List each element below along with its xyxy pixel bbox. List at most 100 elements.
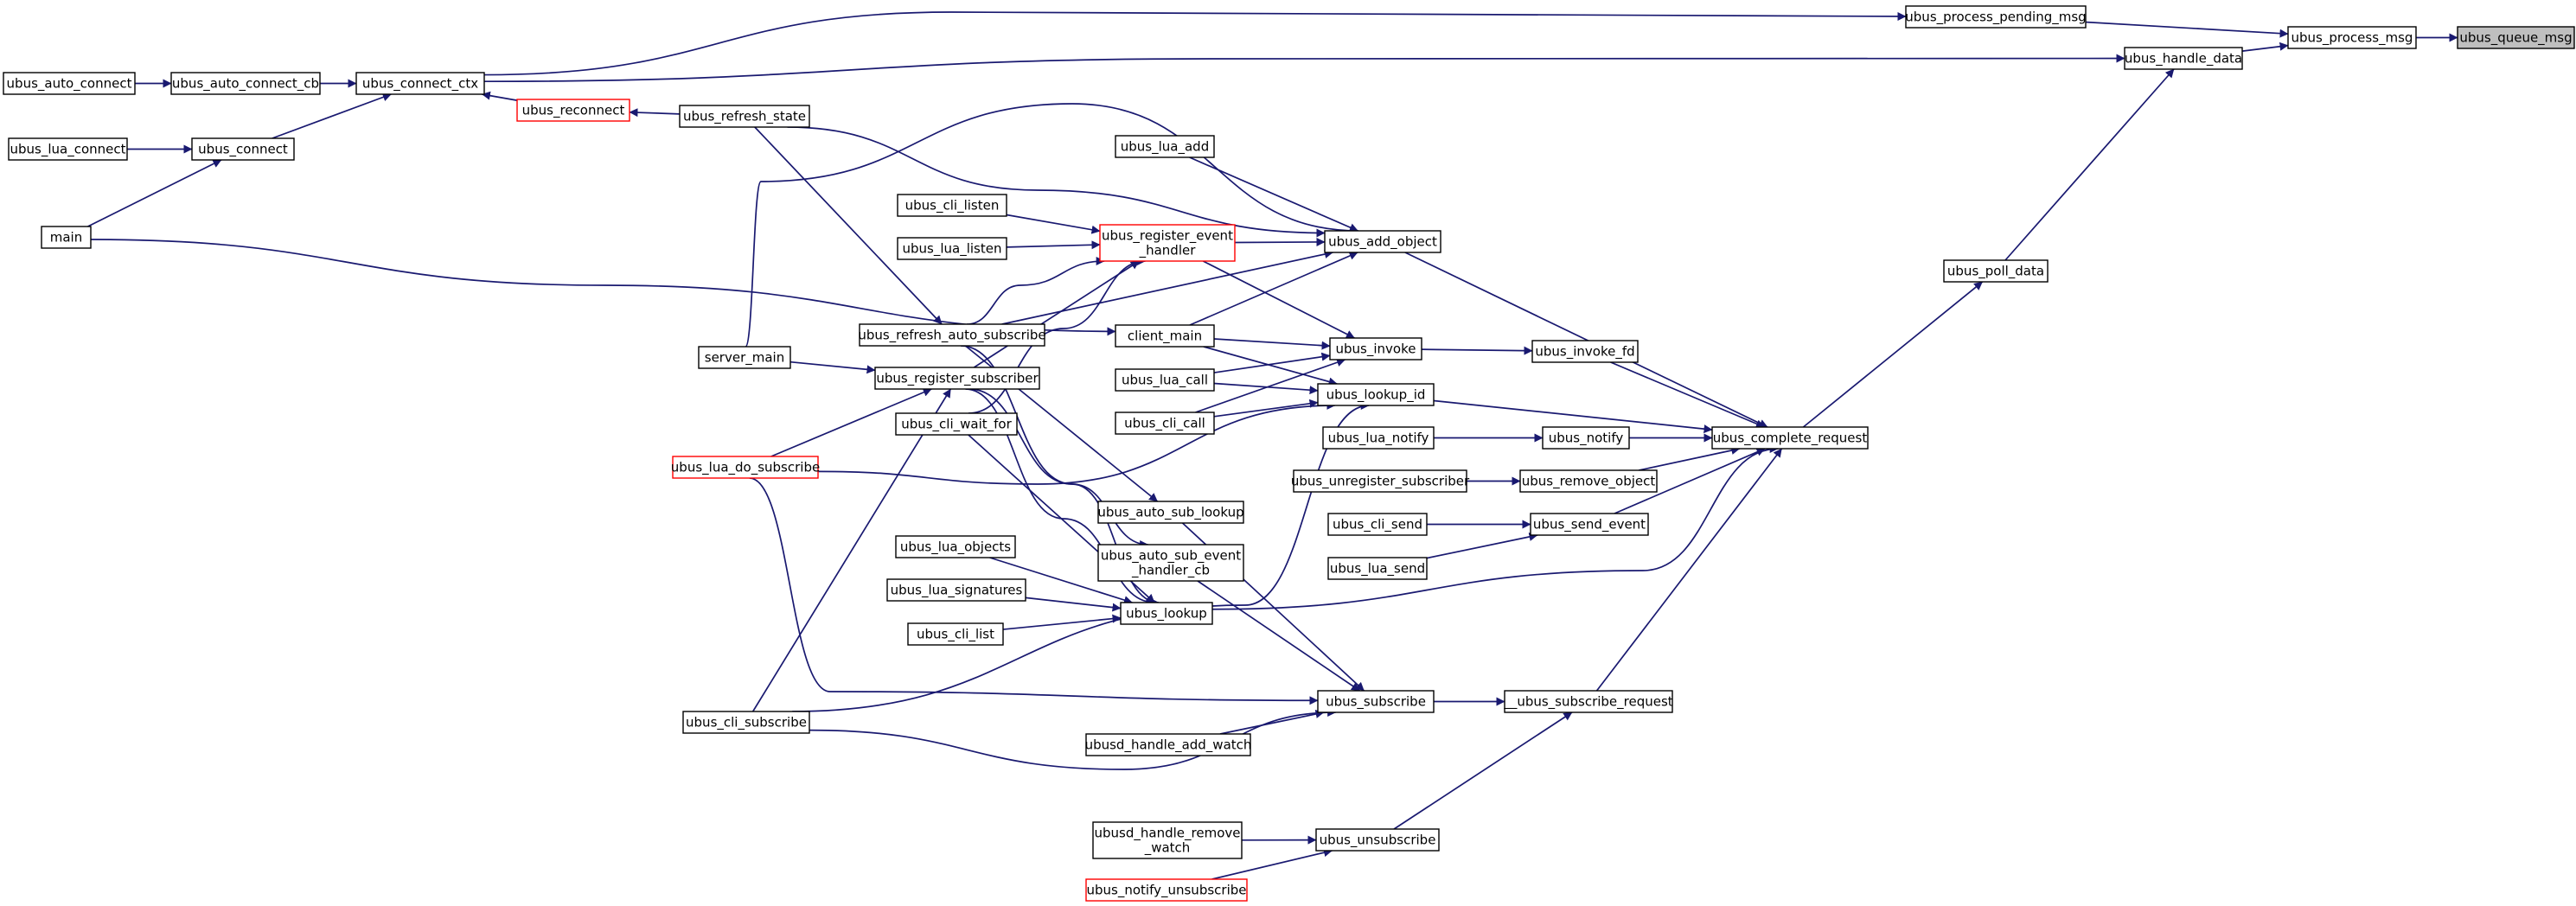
- edge-ubus_lua_objects-to-ubus_lookup: [989, 557, 1133, 604]
- node-ubus_subscribe[interactable]: ubus_subscribe: [1317, 690, 1435, 713]
- node-box: [1711, 426, 1869, 450]
- node-ubusd_handle_remove_watch[interactable]: ubusd_handle_remove_watch: [1092, 821, 1243, 859]
- node-ubus_refresh_auto_subscribe[interactable]: ubus_refresh_auto_subscribe: [858, 323, 1046, 347]
- node-ubus_notify_unsubscribe[interactable]: ubus_notify_unsubscribe: [1085, 878, 1248, 902]
- edge-ubus_poll_data-to-ubus_handle_data: [2004, 68, 2175, 261]
- node-ubus_invoke[interactable]: ubus_invoke: [1329, 337, 1422, 360]
- edge-ubus_cli_subscribe-to-ubus_register_subscriber: [751, 388, 952, 712]
- node-ubus_register_subscriber[interactable]: ubus_register_subscriber: [874, 367, 1040, 390]
- node-box: [2287, 26, 2417, 49]
- node-ubus_lua_notify[interactable]: ubus_lua_notify: [1322, 426, 1435, 450]
- node-ubus_lua_do_subscribe[interactable]: ubus_lua_do_subscribe: [671, 456, 820, 479]
- edge-client_main-to-ubus_lookup_id: [1203, 346, 1338, 386]
- node-box: [516, 99, 630, 122]
- node-label: ubus_auto_sub_lookup: [1097, 505, 1243, 521]
- node-ubus_handle_data[interactable]: ubus_handle_data: [2124, 47, 2243, 70]
- node-ubus_lua_objects[interactable]: ubus_lua_objects: [895, 535, 1016, 558]
- edge-ubusd_handle_add_watch-to-ubus_subscribe: [1219, 710, 1325, 735]
- node-ubus_cli_listen[interactable]: ubus_cli_listen: [897, 194, 1007, 217]
- node-ubus_lua_listen[interactable]: ubus_lua_listen: [897, 237, 1007, 260]
- node-ubusd_handle_add_watch[interactable]: ubusd_handle_add_watch: [1085, 733, 1252, 756]
- node-ubus_cli_subscribe[interactable]: ubus_cli_subscribe: [682, 711, 810, 734]
- node-label: ubus_auto_connect: [7, 76, 132, 93]
- node-main[interactable]: main: [41, 226, 92, 249]
- node-label: ubus_subscribe: [1326, 694, 1426, 711]
- edge-line: [1426, 533, 1538, 559]
- edge-line: [1006, 240, 1101, 250]
- edge-line: [1001, 250, 1333, 325]
- node-ubus_add_object[interactable]: ubus_add_object: [1324, 230, 1441, 253]
- node-ubus_reconnect[interactable]: ubus_reconnect: [516, 99, 630, 122]
- node-ubus_remove_object[interactable]: ubus_remove_object: [1519, 469, 1658, 493]
- edge-ubus_cli_subscribe-to-ubus_lookup_id: [792, 401, 1370, 712]
- node-ubus_lua_add[interactable]: ubus_lua_add: [1115, 135, 1215, 158]
- node-label: ubus_queue_msg: [2459, 30, 2572, 47]
- node-box: [1085, 733, 1251, 756]
- node-box: [874, 367, 1040, 390]
- node-ubus_notify[interactable]: ubus_notify: [1542, 426, 1630, 450]
- edge-ubus_connect_ctx-to-ubus_process_pending_msg: [483, 11, 1907, 76]
- node-label: _watch: [1144, 840, 1191, 857]
- node-label: ubus_lua_signatures: [891, 583, 1023, 599]
- node-label: ubus_invoke: [1336, 341, 1416, 358]
- node-__ubus_subscribe_request[interactable]: __ubus_subscribe_request: [1503, 690, 1673, 713]
- edge-ubus_lua_listen-to-ubus_register_event_handler: [1006, 240, 1101, 250]
- node-box: [191, 137, 295, 161]
- node-box: [672, 456, 819, 479]
- edge-server_main-to-ubus_add_object: [745, 103, 1359, 348]
- node-ubus_lua_send[interactable]: ubus_lua_send: [1327, 557, 1428, 580]
- node-server_main[interactable]: server_main: [698, 346, 791, 369]
- node-ubus_lookup[interactable]: ubus_lookup: [1120, 602, 1213, 625]
- edge-ubus_complete_request-to-ubus_poll_data: [1802, 281, 1984, 428]
- node-ubus_lua_call[interactable]: ubus_lua_call: [1115, 368, 1215, 392]
- node-ubus_process_msg[interactable]: ubus_process_msg: [2287, 26, 2417, 49]
- edge-line: [973, 260, 1140, 368]
- node-label: ubus_lua_listen: [903, 241, 1002, 258]
- node-label: ubus_lua_do_subscribe: [671, 460, 820, 476]
- edge-ubus_invoke_fd-to-ubus_complete_request: [1610, 361, 1765, 428]
- node-ubus_cli_wait_for[interactable]: ubus_cli_wait_for: [895, 412, 1018, 436]
- edge-line: [817, 401, 1336, 485]
- node-box: [1097, 544, 1244, 582]
- node-ubus_connect_ctx[interactable]: ubus_connect_ctx: [355, 72, 485, 95]
- edge-client_main-to-ubus_invoke: [1213, 338, 1331, 350]
- node-ubus_unsubscribe[interactable]: ubus_unsubscribe: [1315, 828, 1440, 852]
- node-ubus_lua_connect[interactable]: ubus_lua_connect: [8, 137, 128, 161]
- edge-line: [1025, 597, 1122, 612]
- node-ubus_connect[interactable]: ubus_connect: [191, 137, 295, 161]
- node-ubus_cli_send[interactable]: ubus_cli_send: [1327, 513, 1428, 536]
- edge-line: [787, 126, 1326, 238]
- node-label: ubus_poll_data: [1947, 264, 2044, 280]
- node-ubus_auto_sub_lookup[interactable]: ubus_auto_sub_lookup: [1097, 501, 1244, 524]
- node-ubus_auto_connect[interactable]: ubus_auto_connect: [3, 72, 136, 95]
- node-ubus_refresh_state[interactable]: ubus_refresh_state: [679, 105, 810, 128]
- edge-ubus_lua_signatures-to-ubus_lookup: [1025, 597, 1122, 612]
- node-client_main[interactable]: client_main: [1115, 324, 1215, 348]
- node-label: ubus_lua_send: [1330, 561, 1425, 577]
- node-label: ubus_cli_wait_for: [901, 417, 1012, 433]
- edge-ubus_refresh_state-to-ubus_reconnect: [629, 108, 681, 118]
- node-ubus_auto_connect_cb[interactable]: ubus_auto_connect_cb: [170, 72, 321, 95]
- node-label: ubus_add_object: [1328, 234, 1437, 251]
- node-label: ubus_refresh_auto_subscribe: [858, 328, 1045, 344]
- node-label: ubus_register_event: [1102, 228, 1233, 245]
- node-ubus_process_pending_msg[interactable]: ubus_process_pending_msg: [1905, 5, 2087, 29]
- node-box: [895, 535, 1016, 558]
- node-ubus_auto_sub_event_handler_cb[interactable]: ubus_auto_sub_event_handler_cb: [1097, 544, 1244, 582]
- node-ubus_register_event_handler[interactable]: ubus_register_event_handler: [1099, 224, 1236, 262]
- node-box: [8, 137, 128, 161]
- node-ubus_poll_data[interactable]: ubus_poll_data: [1943, 259, 2049, 283]
- node-ubus_cli_list[interactable]: ubus_cli_list: [907, 622, 1004, 646]
- edge-ubus_lookup_id-to-ubus_complete_request: [1433, 399, 1713, 434]
- edge-ubus_add_object-to-ubus_complete_request: [1404, 252, 1768, 428]
- node-label: _handler: [1139, 243, 1197, 259]
- node-box: [41, 226, 92, 249]
- node-ubus_cli_call[interactable]: ubus_cli_call: [1115, 412, 1215, 435]
- node-ubus_invoke_fd[interactable]: ubus_invoke_fd: [1531, 340, 1639, 363]
- node-ubus_unregister_subscriber[interactable]: ubus_unregister_subscriber: [1291, 469, 1470, 493]
- node-ubus_complete_request[interactable]: ubus_complete_request: [1711, 426, 1869, 450]
- node-ubus_send_event[interactable]: ubus_send_event: [1530, 513, 1649, 536]
- node-ubus_lua_signatures[interactable]: ubus_lua_signatures: [886, 578, 1026, 602]
- node-ubus_lookup_id[interactable]: ubus_lookup_id: [1317, 383, 1435, 406]
